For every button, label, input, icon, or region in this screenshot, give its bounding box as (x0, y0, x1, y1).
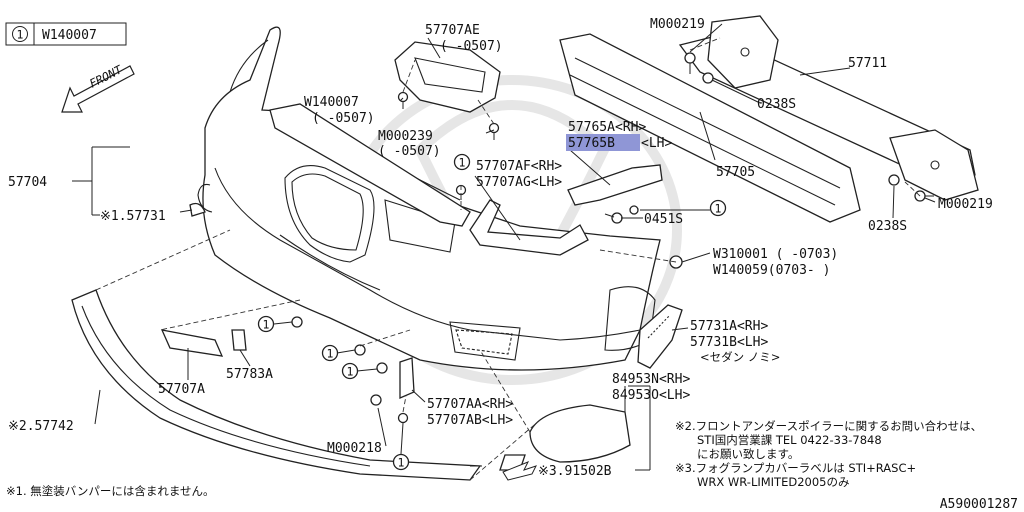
label-0238S-top: 0238S (757, 97, 796, 112)
label-0238S-right: 0238S (868, 219, 907, 234)
label-57707A: 57707A (158, 382, 205, 397)
upper-bracket (269, 103, 471, 227)
note-1: ※1. 無塗装バンパーには含まれません。 (6, 484, 215, 498)
leader-lines (72, 23, 936, 471)
label-57705: 57705 (716, 165, 755, 180)
svg-text:1: 1 (459, 156, 466, 170)
svg-text:1: 1 (398, 456, 405, 470)
lower-spoiler (71, 289, 482, 481)
label-57704: 57704 (8, 175, 47, 190)
svg-text:1: 1 (327, 347, 334, 361)
header-index: 1 (17, 28, 24, 42)
label-W140059: W140059(0703- ) (713, 263, 830, 278)
label-57707AB: 57707AB<LH> (427, 413, 513, 428)
highlight-57765B (566, 134, 640, 151)
header-box: 1 W140007 (5, 22, 127, 46)
note-3-line2: WRX WR-LIMITED2005のみ (697, 475, 849, 489)
label-57707AF: 57707AF<RH> (476, 159, 562, 174)
side-support (567, 164, 663, 206)
svg-text:1: 1 (715, 202, 722, 216)
label-57731-ref: ※1.57731 (100, 209, 166, 224)
label-84953N: 84953N<RH> (612, 372, 690, 387)
callout-markers: 1 1 1 1 1 1 (257, 153, 727, 471)
label-84953O: 84953O<LH> (612, 388, 690, 403)
label-57765B-side: <LH> (641, 136, 672, 151)
label-M000239-range: ( -0507) (378, 144, 441, 159)
label-57731-note: <セダン ノミ> (700, 350, 780, 364)
label-57742-ref: ※2.57742 (8, 419, 74, 434)
label-M000239: M000239 (378, 129, 433, 144)
fog-lamp-cover (529, 404, 631, 463)
label-0451S: 0451S (644, 212, 683, 227)
label-57783A: 57783A (226, 367, 273, 382)
label-M000219-top: M000219 (650, 17, 705, 32)
svg-text:1: 1 (263, 318, 270, 332)
header-code: W140007 (42, 28, 97, 43)
label-57707AA: 57707AA<RH> (427, 397, 513, 412)
bumper-beam (678, 15, 979, 201)
label-57731A: 57731A<RH> (690, 319, 768, 334)
label-W310001: W310001 ( -0703) (713, 247, 838, 262)
lower-center-bracket (399, 357, 415, 399)
guide-lines (95, 37, 921, 481)
label-57765A: 57765A<RH> (568, 120, 646, 135)
under-cover (394, 41, 501, 113)
label-M000218: M000218 (327, 441, 382, 456)
note-2-line2: STI国内営業課 TEL 0422-33-7848 (697, 433, 882, 447)
label-M000219-right: M000219 (938, 197, 993, 212)
note-3-line1: ※3.フォグランプカバーラベルは STI+RASC+ (675, 461, 916, 475)
label-57707AE-range: ( -0507) (440, 39, 503, 54)
side-bracket (469, 199, 589, 256)
svg-text:1: 1 (347, 365, 354, 379)
label-57731B: 57731B<LH> (690, 335, 768, 350)
label-57707AG: 57707AG<LH> (476, 175, 562, 190)
label-57765B: 57765B (568, 136, 615, 151)
diagram-id: A590001287 (940, 497, 1018, 512)
label-57711: 57711 (848, 56, 887, 71)
label-57707AE: 57707AE (425, 23, 480, 38)
label-91502B-ref: ※3.91502B (538, 464, 612, 479)
notes: ※2.フロントアンダースポイラーに関するお問い合わせは、 STI国内営業課 TE… (6, 419, 982, 498)
label-W140007-range: ( -0507) (312, 111, 375, 126)
front-arrow-icon: FRONT (61, 62, 135, 113)
bumper-reinforcement (559, 33, 861, 223)
part-labels: 57707AE ( -0507) M000219 57711 0238S W14… (8, 17, 993, 479)
note-2-line3: にお願い致します。 (697, 447, 799, 461)
lower-left-bracket (160, 329, 247, 357)
fog-cover-right (637, 304, 683, 369)
label-W140007: W140007 (304, 95, 359, 110)
sti-logo-icon (502, 461, 537, 481)
note-2-line1: ※2.フロントアンダースポイラーに関するお問い合わせは、 (675, 419, 982, 433)
